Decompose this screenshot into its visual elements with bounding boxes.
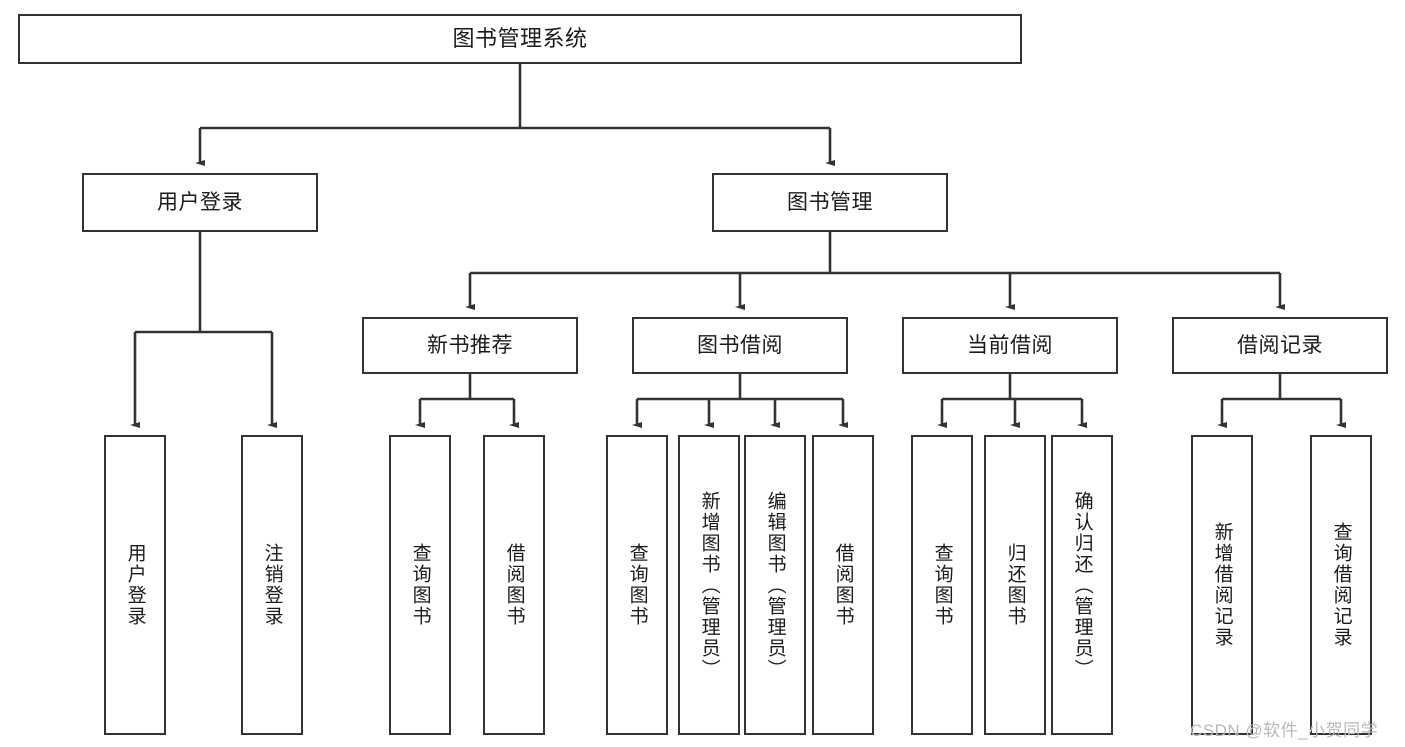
node-leaf-add-borrow-record[interactable]: 新增借阅记录 — [1191, 435, 1253, 735]
node-leaf-user-login[interactable]: 用户登录 — [104, 435, 166, 735]
leaf-label: 归还图书 — [1004, 543, 1026, 627]
node-leaf-add-book[interactable]: 新增图书（管理员） — [678, 435, 740, 735]
node-new-book-recommend[interactable]: 新书推荐 — [362, 317, 578, 374]
leaf-label: 新增借阅记录 — [1211, 522, 1233, 648]
node-leaf-borrow-book-2[interactable]: 借阅图书 — [812, 435, 874, 735]
node-leaf-query-borrow-record[interactable]: 查询借阅记录 — [1310, 435, 1372, 735]
node-leaf-query-book-1[interactable]: 查询图书 — [389, 435, 451, 735]
leaf-label: 注销登录 — [261, 543, 283, 627]
leaf-label: 查询图书 — [409, 543, 431, 627]
leaf-label: 新增图书（管理员） — [698, 490, 720, 680]
node-leaf-return-book[interactable]: 归还图书 — [984, 435, 1046, 735]
node-leaf-confirm-return[interactable]: 确认归还（管理员） — [1051, 435, 1113, 735]
leaf-label: 查询图书 — [931, 543, 953, 627]
leaf-label: 查询借阅记录 — [1330, 522, 1352, 648]
node-book-manage[interactable]: 图书管理 — [712, 173, 948, 232]
node-leaf-query-book-3[interactable]: 查询图书 — [911, 435, 973, 735]
node-borrow-record[interactable]: 借阅记录 — [1172, 317, 1388, 374]
node-leaf-query-book-2[interactable]: 查询图书 — [606, 435, 668, 735]
node-current-borrow[interactable]: 当前借阅 — [902, 317, 1118, 374]
node-root[interactable]: 图书管理系统 — [18, 14, 1022, 64]
node-leaf-borrow-book-1[interactable]: 借阅图书 — [483, 435, 545, 735]
leaf-label: 用户登录 — [124, 543, 146, 627]
leaf-label: 编辑图书（管理员） — [764, 490, 786, 680]
leaf-label: 查询图书 — [626, 543, 648, 627]
node-user-login[interactable]: 用户登录 — [82, 173, 318, 232]
node-leaf-logout[interactable]: 注销登录 — [241, 435, 303, 735]
leaf-label: 借阅图书 — [503, 543, 525, 627]
node-book-borrow[interactable]: 图书借阅 — [632, 317, 848, 374]
leaf-label: 确认归还（管理员） — [1071, 490, 1093, 680]
node-leaf-edit-book[interactable]: 编辑图书（管理员） — [744, 435, 806, 735]
leaf-label: 借阅图书 — [832, 543, 854, 627]
csdn-watermark: CSDN @软件_小贺同学 — [1190, 721, 1379, 740]
